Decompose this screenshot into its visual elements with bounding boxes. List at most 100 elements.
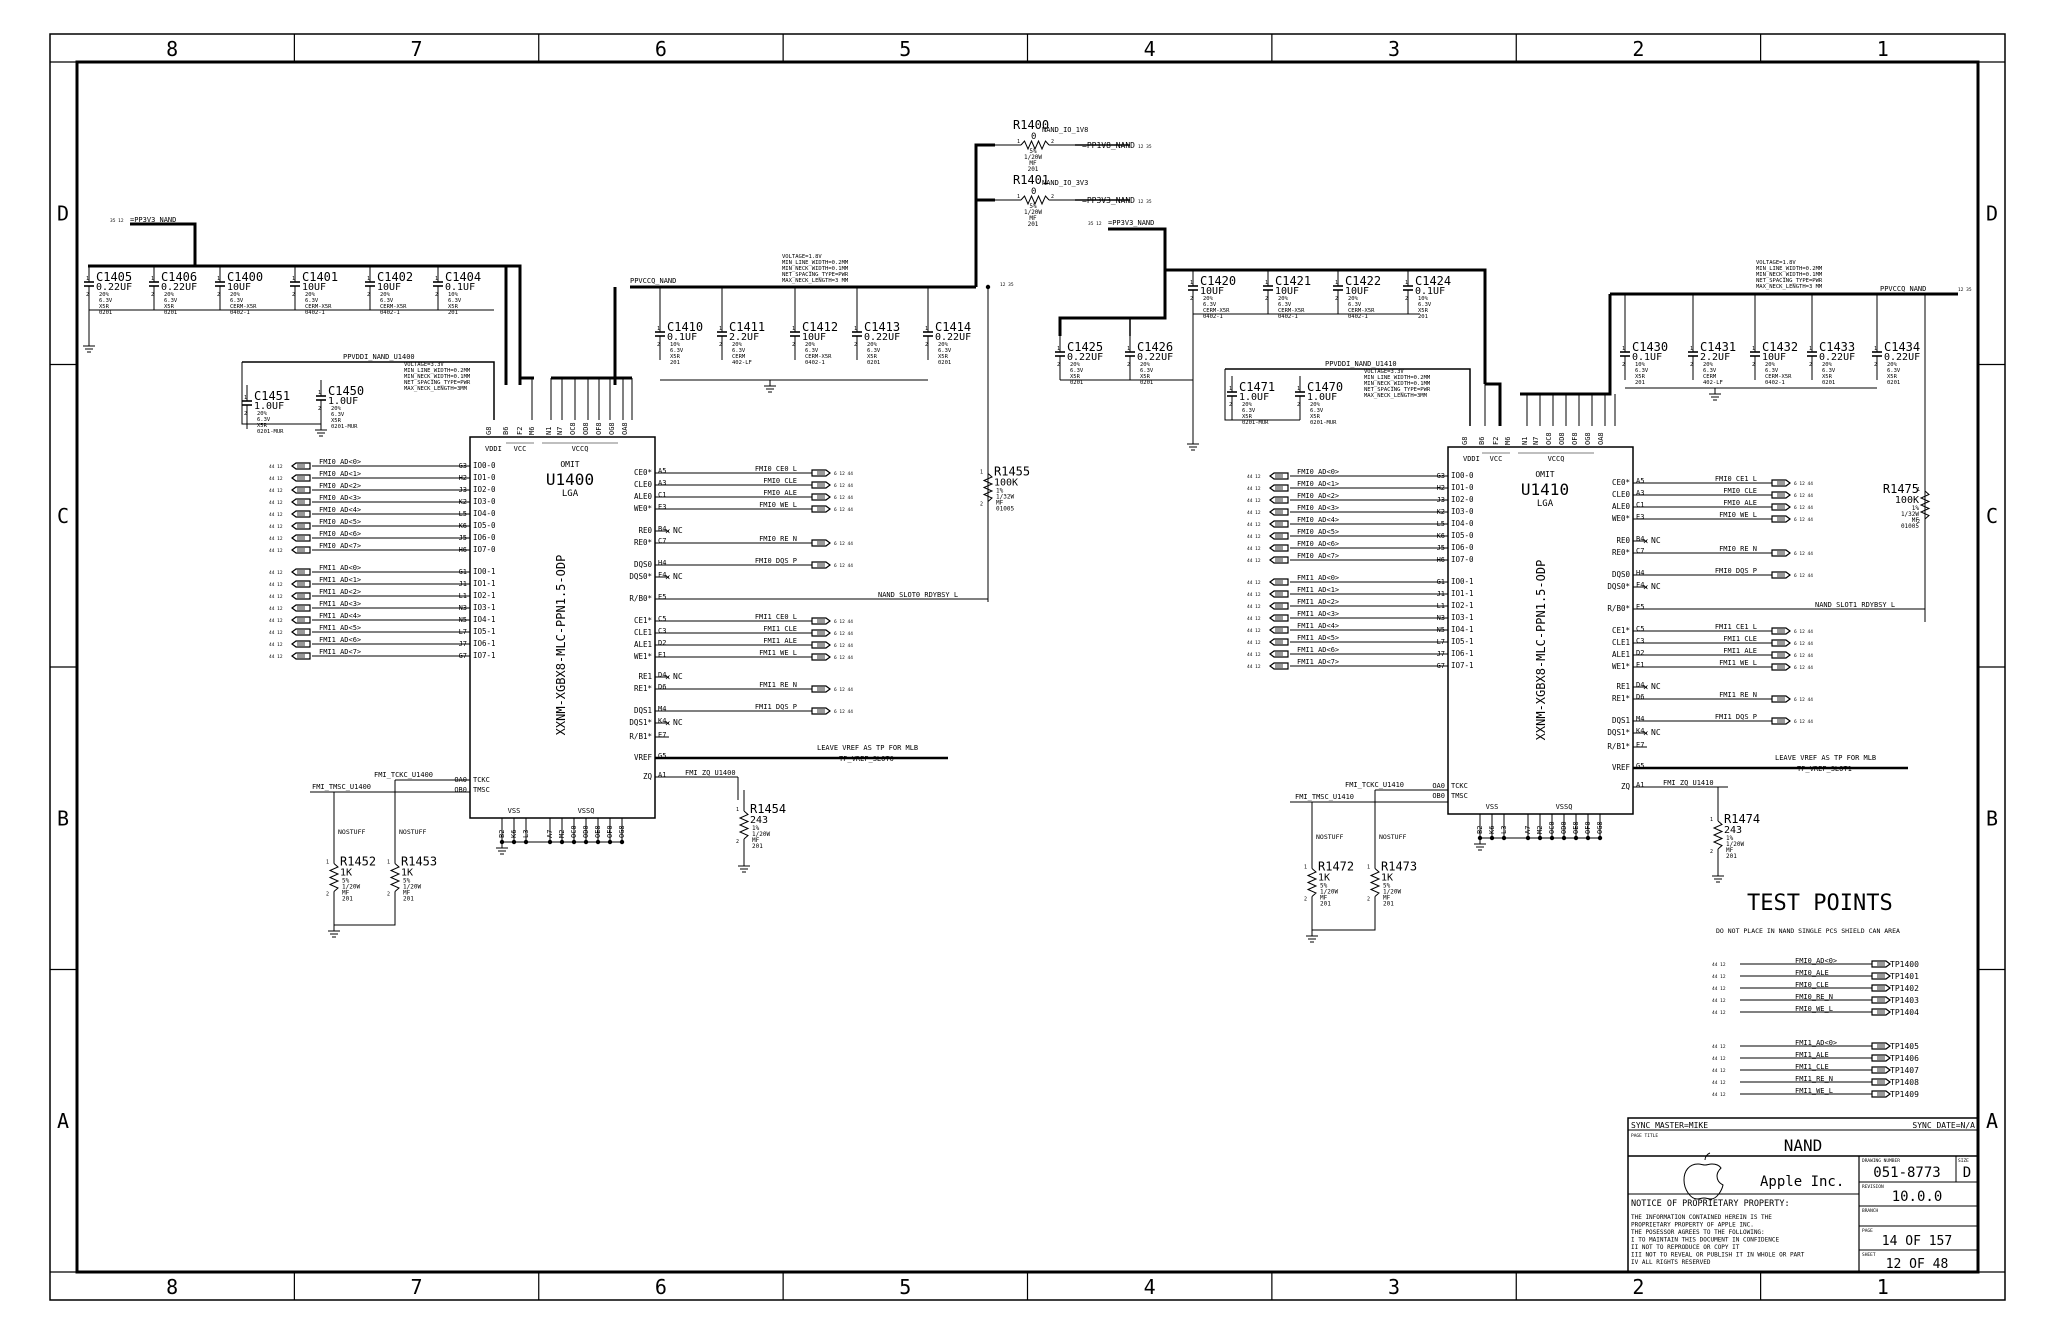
revision: 10.0.0: [1892, 1189, 1943, 1205]
page-number: 14 OF 157: [1882, 1234, 1952, 1249]
off-page-connector: [1771, 663, 1791, 671]
net-label: FMI_ZQ_U1410: [1663, 779, 1714, 787]
cap-value: 10UF: [1762, 352, 1786, 363]
res-spec: 1/20W: [1320, 889, 1338, 896]
pin-name: IO6-1: [1451, 649, 1474, 658]
pin-name: IO0-1: [473, 567, 496, 576]
net-label: FMI1_AD<2>: [319, 588, 361, 596]
pin-number: A5: [1636, 477, 1644, 485]
res-spec: 1%: [1726, 835, 1734, 842]
column-label: 8: [166, 37, 178, 61]
off-page-connector: [1871, 972, 1891, 980]
cap-spec: 0201: [99, 310, 112, 316]
net-label: FMI0_ALE: [1723, 499, 1757, 507]
column-label: 4: [1144, 37, 1156, 61]
pin-number: 1: [1190, 280, 1193, 286]
cap-ref: C1413: [864, 320, 900, 334]
pin-number: 1: [1917, 487, 1920, 493]
pin-number: C5: [658, 615, 666, 623]
pin-number: E1: [1636, 661, 1644, 669]
cap-spec: X5R: [164, 304, 175, 310]
pin-number: C1: [1636, 501, 1644, 509]
test-point-ref: TP1404: [1890, 1008, 1919, 1017]
cap-spec: 6.3V: [305, 298, 319, 304]
wire: [241, 362, 321, 425]
cap-value: 1.0UF: [1239, 392, 1269, 403]
pin-name: RE1*: [634, 684, 652, 693]
cap-spec: 20%: [1242, 402, 1253, 408]
ref-label: 12 35: [1138, 199, 1152, 205]
ref-label: 44 12: [1247, 558, 1261, 564]
rule-label: NET_SPACING_TYPE=PWR: [782, 272, 849, 278]
pin-name: WE0*: [634, 504, 652, 513]
cap-spec: 0201-MUR: [331, 424, 358, 430]
test-points-title: TEST POINTS: [1747, 891, 1893, 916]
power-rail: [974, 143, 995, 287]
off-page-connector: [1269, 532, 1289, 540]
pin-number: 1: [1710, 817, 1713, 823]
rule-label: MAX_NECK_LENGTH=3 MM: [1756, 284, 1823, 290]
off-page-connector: [1771, 717, 1791, 725]
pin-name: VREF: [1612, 763, 1631, 772]
res-spec: 5%: [1029, 203, 1037, 210]
off-page-connector: [811, 505, 831, 513]
pin-name: ALE1: [634, 640, 652, 649]
net-label: FMI0_AD<5>: [319, 518, 361, 526]
ref-label: 44 12: [1247, 664, 1261, 670]
res-note: NOSTUFF: [399, 828, 426, 836]
off-page-connector: [291, 498, 311, 506]
pin-number: 2: [1127, 362, 1130, 368]
pin-number: 2: [1057, 362, 1060, 368]
pin-name: IO2-0: [1451, 495, 1474, 504]
res-spec: MF: [1320, 895, 1328, 902]
res-value: 100K: [994, 478, 1018, 489]
pin-number: D4: [658, 671, 666, 679]
pin-group: VSS: [1486, 803, 1499, 811]
pin-name: CLE0: [1612, 490, 1631, 499]
net-label: FMI0_RE_N: [759, 535, 797, 543]
pin-number: N1: [545, 427, 553, 435]
net-label: FMI0_ALE: [1795, 969, 1829, 977]
off-page-connector: [1269, 578, 1289, 586]
junction-dot: [1549, 835, 1555, 841]
pin-number: 1: [980, 470, 983, 476]
res-zigzag: [982, 473, 994, 502]
cap-spec: 6.3V: [448, 298, 462, 304]
off-page-connector: [1269, 626, 1289, 634]
column-label: 4: [1144, 1275, 1156, 1299]
cap-spec: 10%: [1418, 296, 1429, 302]
test-point-ref: TP1402: [1890, 984, 1919, 993]
cap-spec: 6.3V: [1070, 368, 1084, 374]
cap-spec: 6.3V: [1242, 408, 1256, 414]
net-label: FMI1_RE_N: [759, 681, 797, 689]
off-page-connector: [1871, 960, 1891, 968]
off-page-connector: [291, 546, 311, 554]
column-label: 1: [1877, 1275, 1889, 1299]
sync-date: SYNC_DATE=N/A: [1912, 1121, 1975, 1130]
res-spec: 201: [342, 896, 353, 903]
net-label: FMI1_AD<3>: [1297, 610, 1339, 618]
pin-name: CE1*: [634, 616, 652, 625]
chip-part-number: XXNM-XGBX8-MLC-PPN1.5-ODP: [554, 555, 568, 736]
net-label: FMI0_CE0_L: [755, 465, 797, 473]
ref-label: 6 12 44: [1794, 641, 1813, 647]
res-spec: 1/20W: [342, 884, 360, 891]
sheet-number: 12 OF 48: [1886, 1257, 1949, 1272]
res-value: 0: [1031, 187, 1036, 197]
cap-spec: CERM-X5R: [805, 354, 832, 360]
net-label: FMI1_AD<6>: [319, 636, 361, 644]
chip-ref: U1400: [546, 470, 594, 489]
ref-label: 44 12: [1712, 962, 1726, 968]
cap-ref: C1414: [935, 320, 971, 334]
cap-spec: 201: [1635, 380, 1645, 386]
net-label: FMI0_AD<6>: [319, 530, 361, 538]
pin-number: A1: [1636, 781, 1644, 789]
nc-mark: ×: [1643, 683, 1648, 693]
junction-dot: [1585, 835, 1591, 841]
res-value: 243: [1724, 825, 1742, 836]
